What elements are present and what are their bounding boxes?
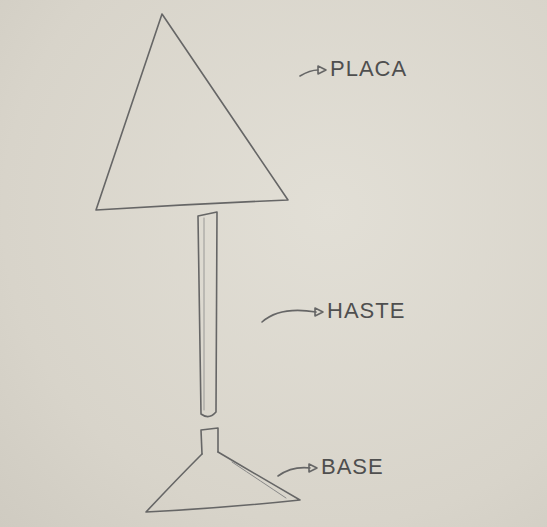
leader-arrowhead: [315, 308, 323, 316]
base-neck: [201, 428, 218, 454]
plate-triangle: [96, 14, 288, 210]
leader-arrowhead: [309, 464, 317, 472]
leader-line: [300, 70, 318, 76]
leader-arrowhead: [318, 66, 326, 74]
rod-edge: [204, 218, 205, 410]
part-label: HASTE: [327, 299, 405, 323]
part-label: PLACA: [330, 57, 407, 81]
base-shading: [232, 462, 286, 498]
part-label: BASE: [321, 455, 384, 479]
rod: [198, 212, 217, 417]
base-cone: [146, 452, 300, 512]
leader-line: [278, 468, 310, 476]
leader-line: [262, 310, 316, 322]
